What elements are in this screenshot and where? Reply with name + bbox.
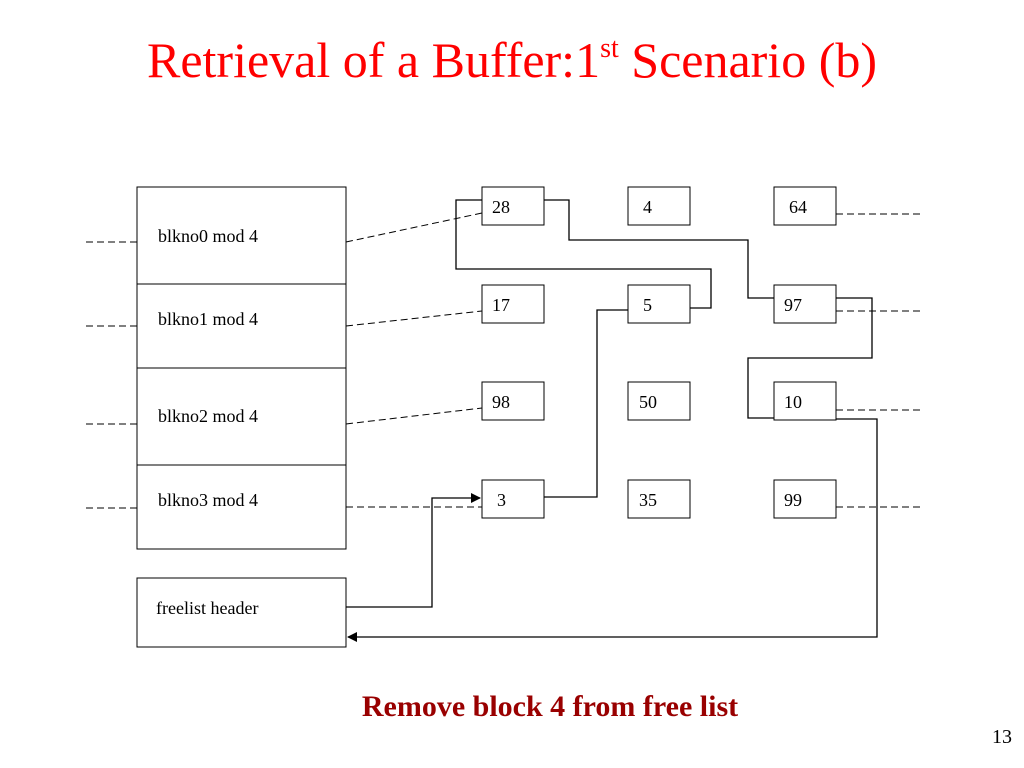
freelist-link-10-to-header <box>347 418 878 642</box>
buffer-label: 17 <box>492 295 510 315</box>
freelist-link-header-to-3 <box>346 493 481 608</box>
buffer-label: 5 <box>643 295 652 315</box>
hash-header-label-0: blkno0 mod 4 <box>158 226 258 246</box>
hash-header-label-3: blkno3 mod 4 <box>158 490 258 510</box>
title-superscript: st <box>600 33 619 64</box>
buffer-box <box>773 186 837 226</box>
buffer-box <box>627 186 691 226</box>
freelist-header-label: freelist header <box>156 598 258 618</box>
freelist-link-3-to-5 <box>544 309 628 498</box>
buffer-box <box>627 381 691 421</box>
buffer-box <box>773 284 837 324</box>
buffer-boxes <box>481 186 837 519</box>
title-main: Retrieval of a Buffer:1 <box>147 32 601 88</box>
freelist-header-box <box>136 577 347 648</box>
buffer-label: 10 <box>784 392 802 412</box>
buffer-label: 97 <box>784 295 802 315</box>
page-number: 13 <box>992 726 1012 748</box>
buffer-label: 4 <box>643 197 652 217</box>
buffer-label: 99 <box>784 490 802 510</box>
slide-title: Retrieval of a Buffer:1st Scenario (b) <box>0 30 1024 90</box>
buffer-box <box>481 479 545 519</box>
buffer-box <box>481 186 545 226</box>
freelist-link-97-to-10 <box>747 297 873 419</box>
buffer-box <box>481 381 545 421</box>
slide-caption: Remove block 4 from free list <box>361 690 739 723</box>
hash-header-label-1: blkno1 mod 4 <box>158 309 258 329</box>
buffer-label: 64 <box>789 197 807 217</box>
freelist-links <box>346 199 878 642</box>
buffer-box <box>773 381 837 421</box>
buffer-label: 3 <box>497 490 506 510</box>
buffer-label: 35 <box>639 490 657 510</box>
hash-header-label-2: blkno2 mod 4 <box>158 406 258 426</box>
freelist-link-28-to-97 <box>544 199 774 299</box>
buffer-box <box>627 284 691 324</box>
buffer-box <box>773 479 837 519</box>
buffer-label: 98 <box>492 392 510 412</box>
title-tail: Scenario (b) <box>618 32 877 88</box>
hash-header-column <box>136 186 347 550</box>
hash-queue-dashed-links <box>86 212 921 509</box>
freelist-link-5-to-28 <box>455 199 712 309</box>
buffer-label: 50 <box>639 392 657 412</box>
buffer-box <box>627 479 691 519</box>
buffer-label: 28 <box>492 197 510 217</box>
buffer-box <box>481 284 545 324</box>
